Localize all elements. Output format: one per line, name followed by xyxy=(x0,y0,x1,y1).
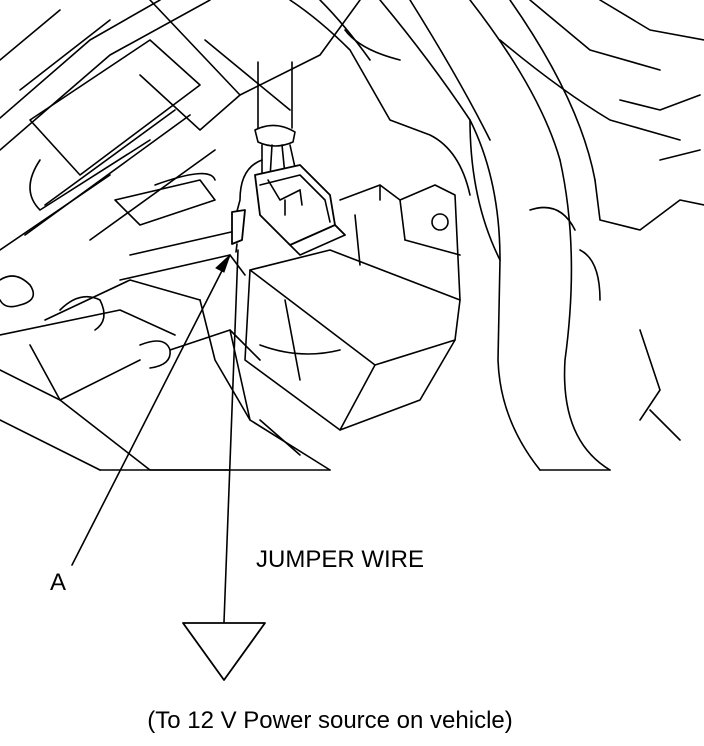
jumper-wire-probe xyxy=(231,159,263,253)
power-terminal-triangle xyxy=(182,622,266,681)
wire-harness xyxy=(254,61,297,179)
leader-line-a xyxy=(71,254,231,566)
label-part-a: A xyxy=(50,569,66,596)
label-jumper-wire: JUMPER WIRE xyxy=(256,546,424,573)
label-power-source: (To 12 V Power source on vehicle) xyxy=(147,707,513,734)
connector xyxy=(254,164,346,256)
vehicle-structure-lines xyxy=(0,0,704,471)
jumper-wire xyxy=(223,249,239,623)
